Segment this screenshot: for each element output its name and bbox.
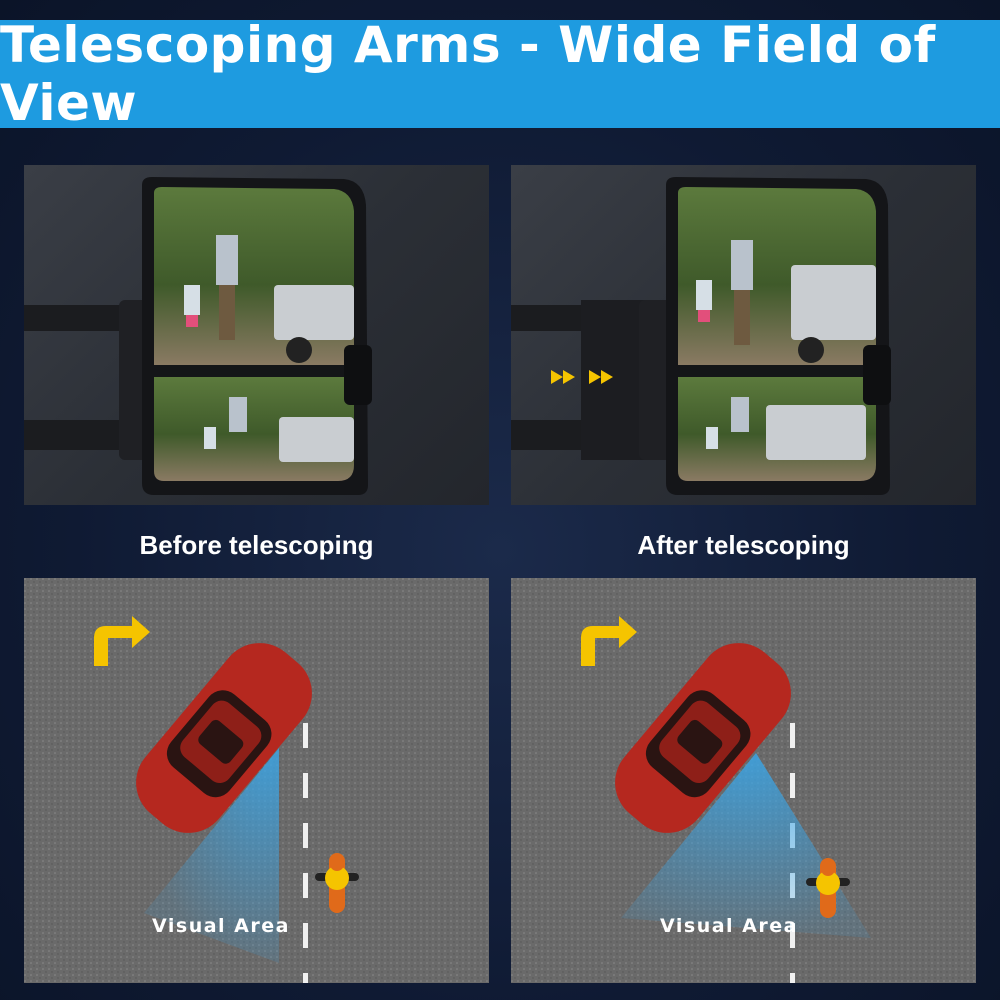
person-reflection [216, 235, 238, 285]
before-caption: Before telescoping [139, 530, 374, 560]
turn-right-arrow-icon [581, 616, 637, 666]
car-icon [136, 643, 312, 833]
before-mirror-photo [24, 165, 489, 505]
truck-reflection [274, 285, 354, 340]
visual-area-cone [144, 748, 279, 963]
turn-signal-lamp [344, 345, 372, 405]
motorcycle-icon [806, 858, 850, 918]
car-icon [615, 643, 791, 833]
after-road-diagram [511, 578, 976, 983]
after-mirror-photo [511, 165, 976, 505]
title-banner: Telescoping Arms - Wide Field of View [0, 16, 1000, 132]
page-title: Telescoping Arms - Wide Field of View [0, 16, 936, 132]
lane-markings [303, 723, 308, 983]
motorcycle-icon [315, 853, 359, 913]
after-caption: After telescoping [637, 530, 850, 560]
turn-signal-lamp [863, 345, 891, 405]
visual-area-cone [621, 753, 871, 938]
after-road-illustration [511, 578, 976, 983]
after-mirror-illustration [511, 177, 891, 495]
before-road-illustration [24, 578, 489, 983]
before-mirror-illustration [24, 177, 372, 495]
turn-right-arrow-icon [94, 616, 150, 666]
before-visual-area-label: Visual Area [152, 915, 290, 937]
telescoping-arrow-icon [551, 370, 563, 384]
before-road-diagram [24, 578, 489, 983]
after-visual-area-label: Visual Area [660, 915, 798, 937]
